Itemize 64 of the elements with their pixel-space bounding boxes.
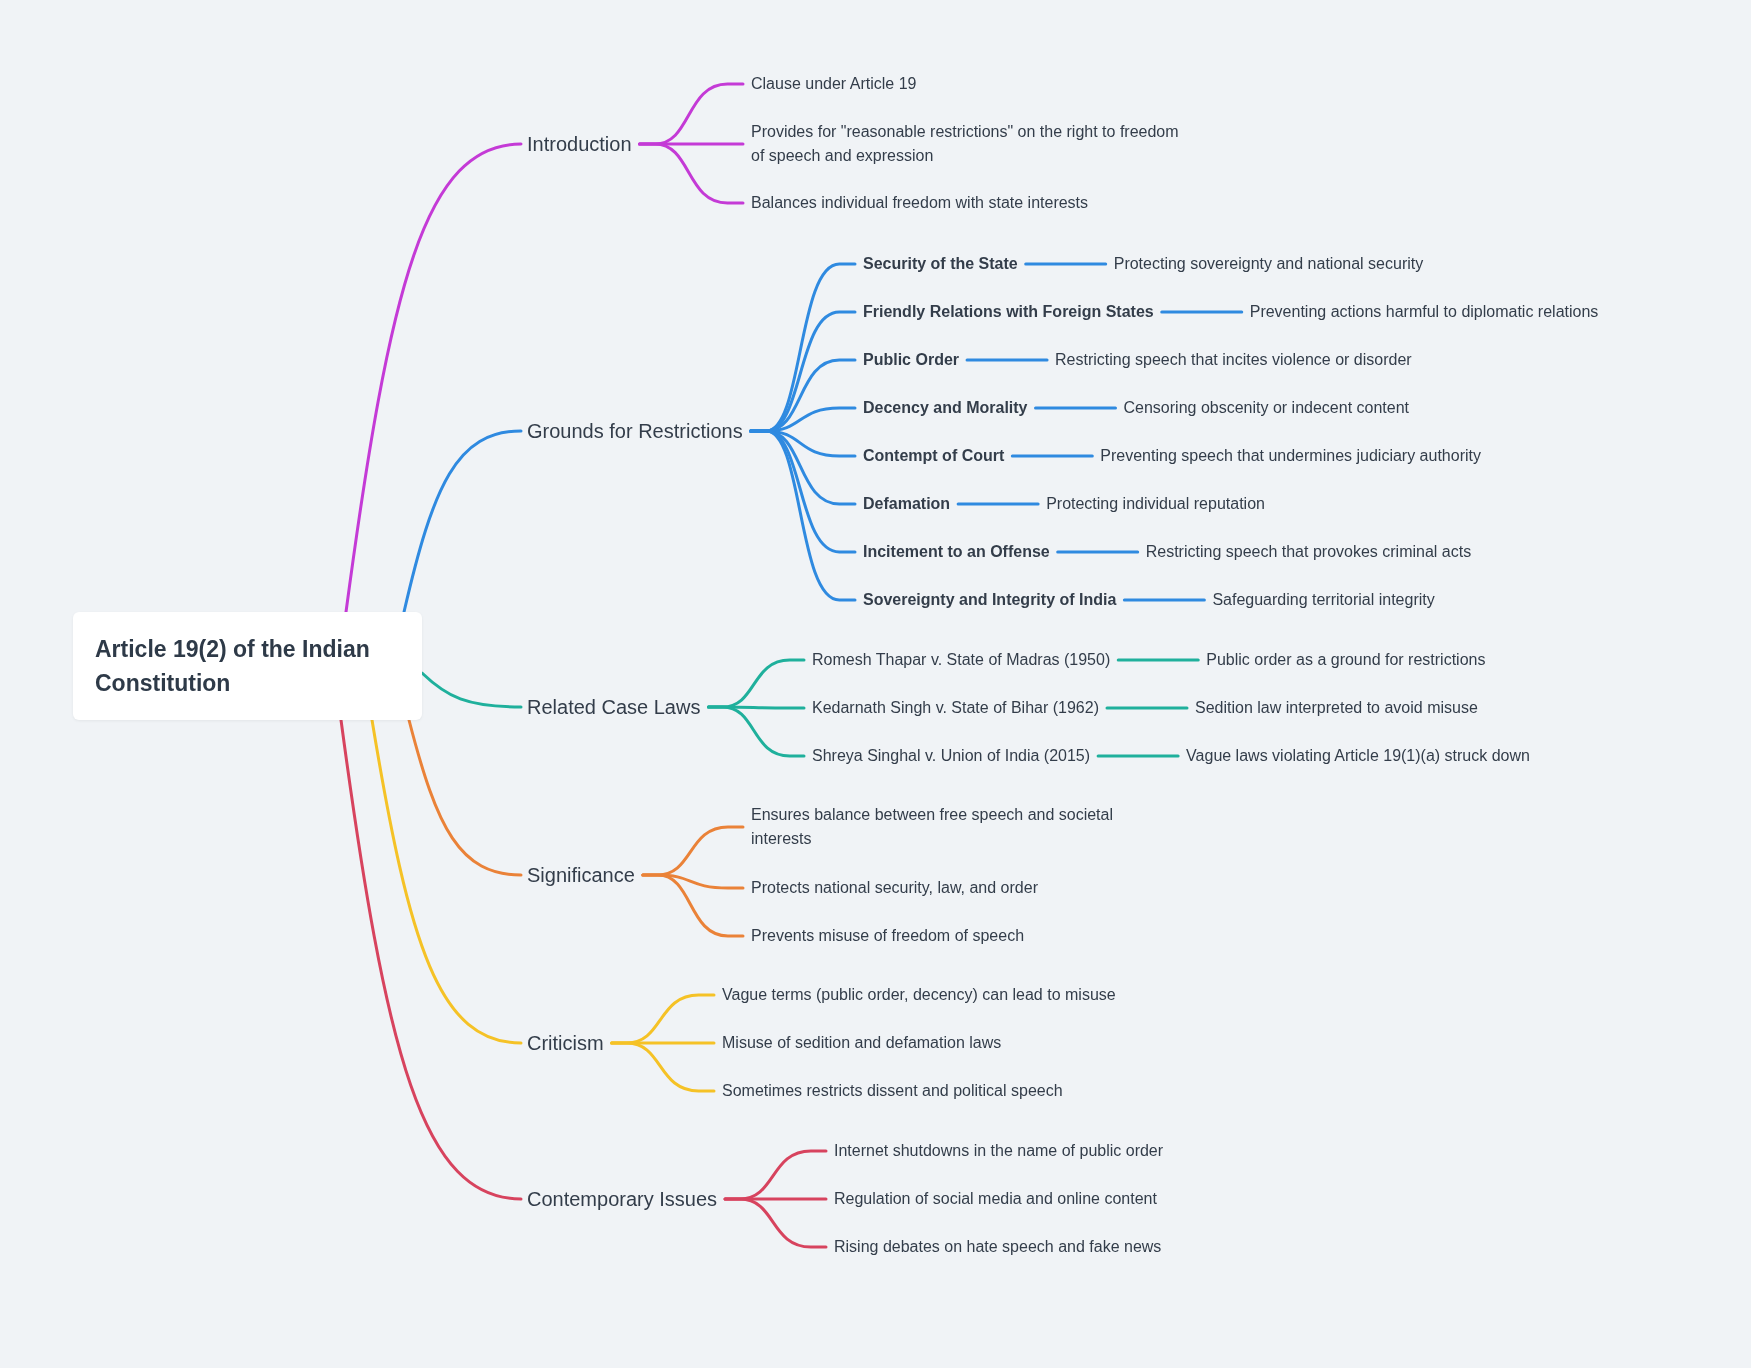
- connector-line: [1024, 262, 1108, 266]
- connector-line: [370, 718, 523, 1045]
- subtopic-text: Kedarnath Singh v. State of Bihar (1962): [812, 696, 1099, 720]
- connector-line: [1105, 706, 1189, 710]
- description-text: Preventing speech that undermines judiciary authority: [1100, 444, 1481, 468]
- connector-line: [1056, 550, 1140, 554]
- subtopic-text: Protects national security, law, and order: [751, 876, 1038, 900]
- connector-line: [749, 429, 857, 602]
- branch-topic: Related Case Laws: [527, 695, 701, 719]
- branch-topic: Introduction: [527, 132, 632, 156]
- subtopic-text: Defamation: [863, 492, 951, 516]
- subtopic-text: Sovereignty and Integrity of India: [863, 588, 1117, 612]
- connector-line: [420, 671, 523, 709]
- connector-line: [723, 1197, 828, 1249]
- connector-line: [638, 142, 745, 205]
- description-text: Safeguarding territorial integrity: [1212, 588, 1435, 612]
- connector-line: [407, 718, 523, 877]
- connector-line: [610, 1041, 716, 1093]
- subtopic-text: Decency and Morality: [863, 396, 1028, 420]
- subtopic-text: Clause under Article 19: [751, 72, 917, 96]
- branch-topic: Grounds for Restrictions: [527, 419, 743, 443]
- connector-line: [965, 358, 1049, 362]
- connector-line: [339, 718, 523, 1201]
- connector-line: [641, 873, 745, 938]
- subtopic-text: Security of the State: [863, 252, 1018, 276]
- subtopic-text: Contempt of Court: [863, 444, 1005, 468]
- subtopic-text: Provides for "reasonable restrictions" on the right to freedom of speech and expression: [751, 120, 1191, 168]
- subtopic-text: Internet shutdowns in the name of public order: [834, 1139, 1164, 1163]
- connector-line: [1010, 454, 1094, 458]
- branch-topic: Significance: [527, 863, 635, 887]
- subtopic-text: Public Order: [863, 348, 960, 372]
- branch-topic: Criticism: [527, 1031, 604, 1055]
- connector-line: [1160, 310, 1244, 314]
- connector-line: [1034, 406, 1117, 410]
- subtopic-text: Friendly Relations with Foreign States: [863, 300, 1154, 324]
- connector-line: [1116, 658, 1200, 662]
- description-text: Public order as a ground for restrictions: [1206, 648, 1486, 672]
- connector-line: [1122, 598, 1206, 602]
- branch-topic: Contemporary Issues: [527, 1187, 718, 1211]
- subtopic-text: Prevents misuse of freedom of speech: [751, 924, 1025, 948]
- subtopic-text: Romesh Thapar v. State of Madras (1950): [812, 648, 1111, 672]
- connector-line: [706, 705, 806, 758]
- description-text: Protecting sovereignty and national security: [1113, 252, 1424, 276]
- connector-line: [402, 429, 523, 614]
- connector-line: [956, 502, 1040, 506]
- description-text: Sedition law interpreted to avoid misuse: [1195, 696, 1478, 720]
- subtopic-text: Balances individual freedom with state interests: [751, 191, 1089, 215]
- subtopic-text: Ensures balance between free speech and societal interests: [751, 803, 1171, 851]
- central-topic-box: Article 19(2) of the Indian Constitution: [73, 612, 422, 720]
- description-text: Protecting individual reputation: [1046, 492, 1265, 516]
- description-text: Restricting speech that provokes criminal acts: [1145, 540, 1472, 564]
- description-text: Censoring obscenity or indecent content: [1123, 396, 1409, 420]
- connector-line: [344, 142, 523, 614]
- description-text: Vague laws violating Article 19(1)(a) struck down: [1186, 744, 1530, 768]
- subtopic-text: Misuse of sedition and defamation laws: [722, 1031, 1002, 1055]
- subtopic-text: Sometimes restricts dissent and political speech: [722, 1079, 1063, 1103]
- description-text: Restricting speech that incites violence or disorder: [1055, 348, 1412, 372]
- description-text: Preventing actions harmful to diplomatic relations: [1249, 300, 1599, 324]
- subtopic-text: Incitement to an Offense: [863, 540, 1050, 564]
- connector-line: [1096, 754, 1180, 758]
- subtopic-text: Shreya Singhal v. Union of India (2015): [812, 744, 1091, 768]
- subtopic-text: Rising debates on hate speech and fake news: [834, 1235, 1162, 1259]
- subtopic-text: Vague terms (public order, decency) can lead to misuse: [722, 983, 1116, 1007]
- subtopic-text: Regulation of social media and online content: [834, 1187, 1157, 1211]
